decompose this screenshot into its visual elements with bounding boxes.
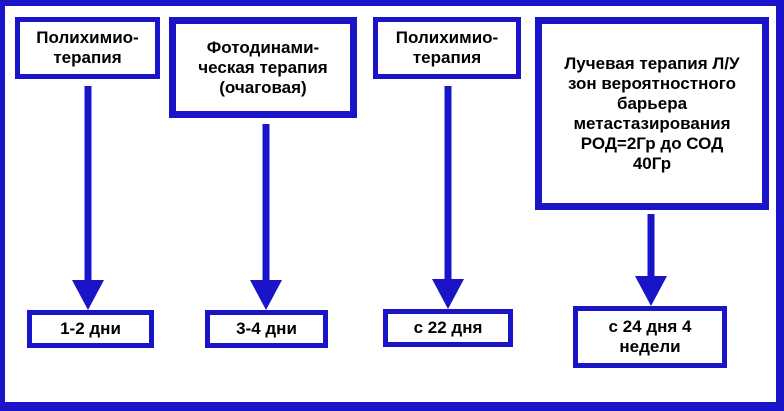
duration-box-1: 1-2 дни bbox=[27, 310, 154, 348]
duration-box-3: с 22 дня bbox=[383, 309, 513, 347]
stage-box-2: Фотодинами- ческая терапия (очаговая) bbox=[169, 17, 357, 118]
arrow-1 bbox=[72, 86, 104, 310]
stage-box-1: Полихимио- терапия bbox=[15, 17, 160, 79]
duration-box-2: 3-4 дни bbox=[205, 310, 328, 348]
stage-box-4: Лучевая терапия Л/У зон вероятностного б… bbox=[535, 17, 769, 210]
arrow-2 bbox=[250, 124, 282, 310]
arrow-4 bbox=[635, 214, 667, 306]
stage-box-3: Полихимио- терапия bbox=[373, 17, 521, 79]
duration-box-4: с 24 дня 4 недели bbox=[573, 306, 727, 368]
arrow-3 bbox=[432, 86, 464, 309]
